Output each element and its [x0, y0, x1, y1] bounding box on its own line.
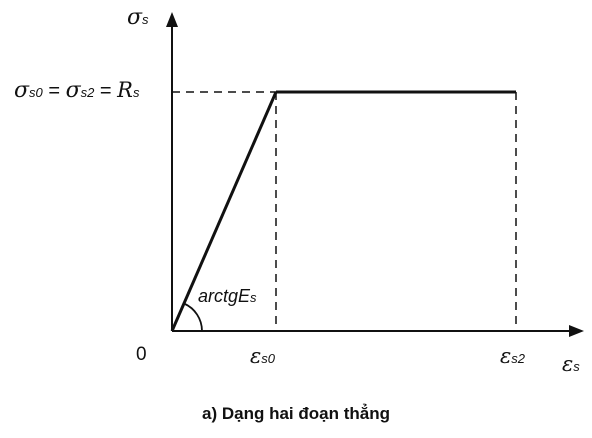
y-axis-arrow	[166, 12, 178, 27]
tick-eps-s0: εs0	[250, 344, 276, 368]
yield-equation: σs0 = σs2 = Rs	[14, 78, 140, 103]
x-axis-arrow	[569, 325, 584, 337]
origin-label: 0	[136, 344, 147, 365]
figure-caption: a) Dạng hai đoạn thẳng	[202, 404, 390, 423]
x-axis-label: εs	[562, 352, 580, 376]
tick-eps-s2: εs2	[500, 344, 526, 368]
y-axis-label: σs	[127, 5, 149, 30]
angle-label: arctgEs	[198, 286, 257, 306]
angle-arc	[183, 302, 203, 332]
elastic-segment	[170, 91, 278, 332]
